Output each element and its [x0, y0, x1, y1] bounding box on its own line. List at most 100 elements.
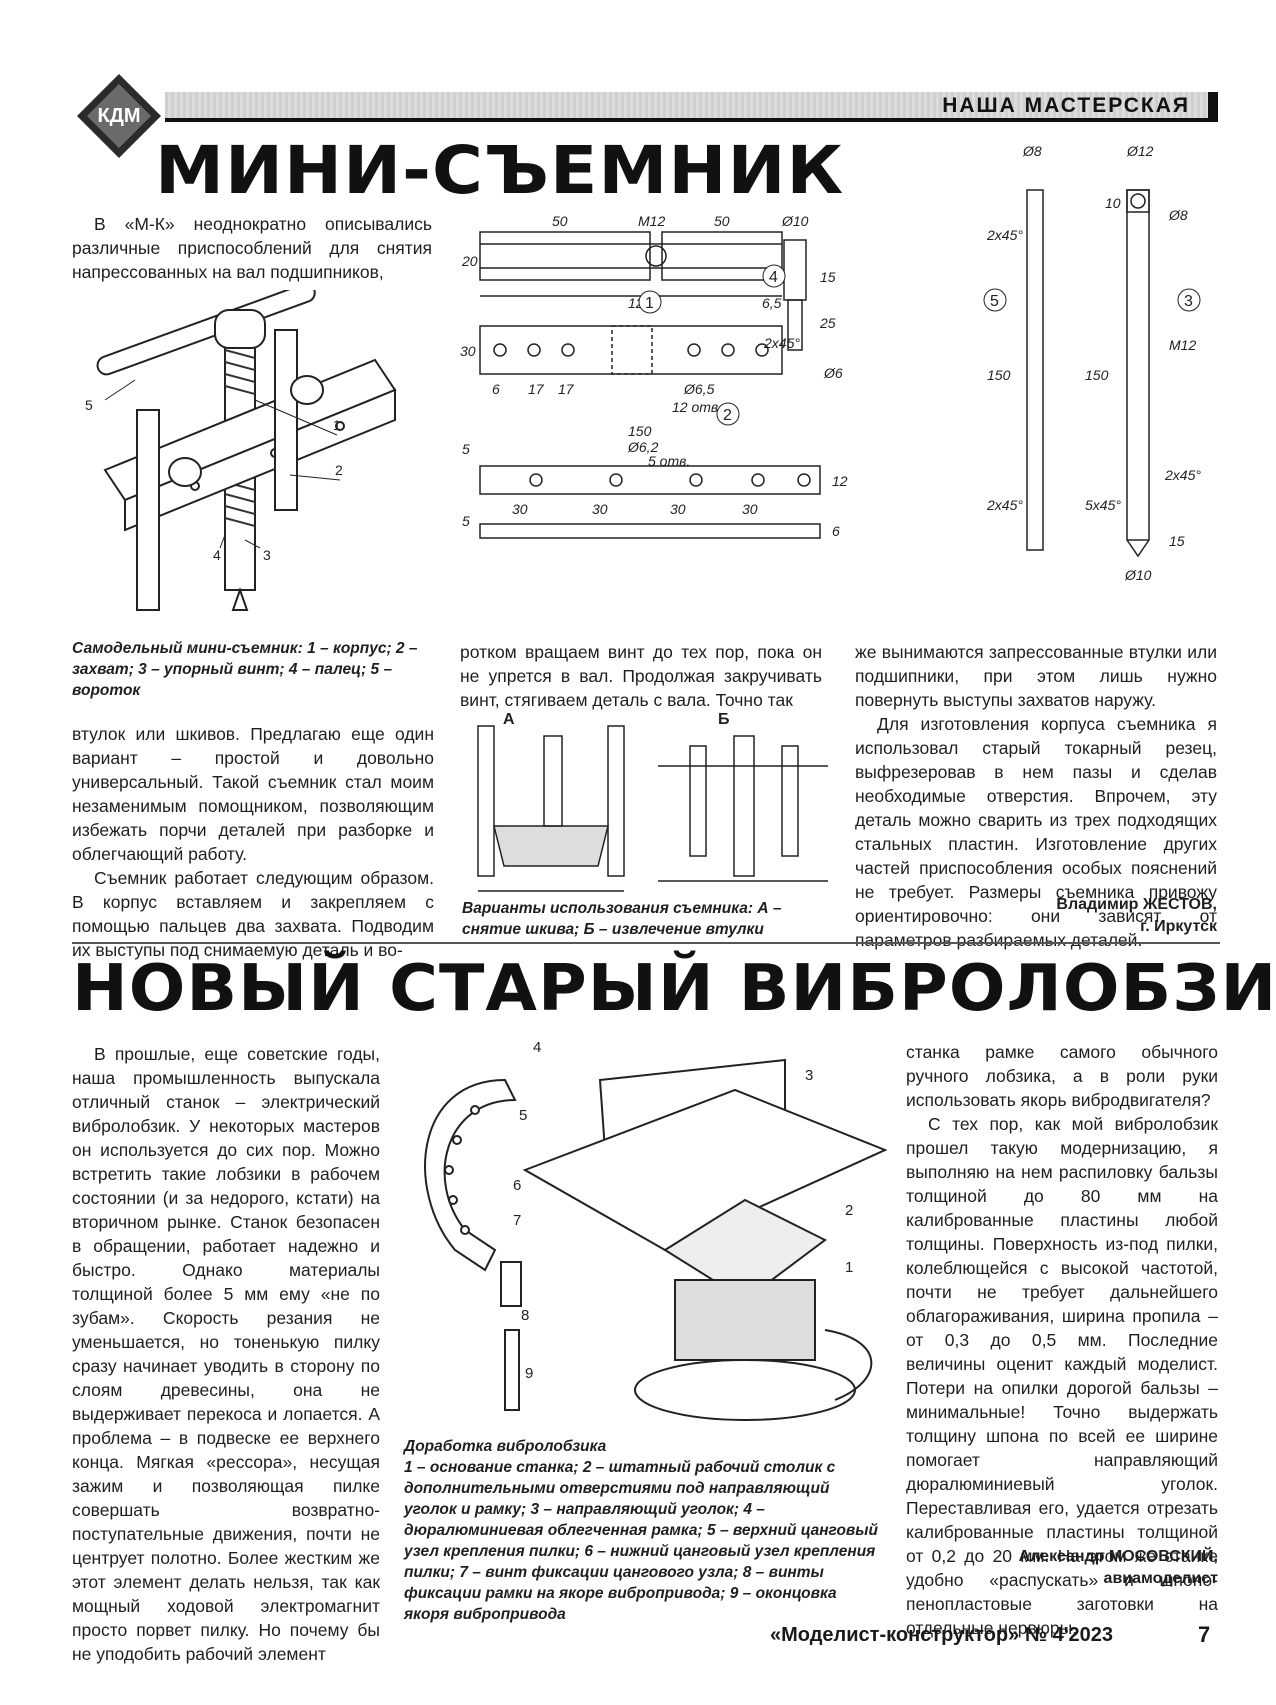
article2-column1: В прошлые, еще советские годы, наша пром…	[72, 1042, 380, 1666]
puller-parts-drawing: 50 M12 50 20 120 6,5 30 6 17 17 Ø6,5 12 …	[460, 213, 848, 539]
article1-title: МИНИ-СЪЕМНИК	[155, 132, 845, 209]
dim-dia-8: Ø8	[1022, 143, 1042, 159]
dim-dia-6-2: Ø6,2	[627, 439, 659, 455]
dim-6-5: 6,5	[762, 295, 782, 311]
part-number-5: 5	[990, 293, 999, 310]
puller-caption: Самодельный мини-съемник: 1 – корпус; 2 …	[72, 640, 418, 699]
part-number-4: 4	[769, 269, 778, 286]
usage-caption: Варианты использования съемника: А – сня…	[462, 900, 782, 938]
jigsaw-label-1: 1	[845, 1259, 853, 1276]
article1-column2: ротком вращаем винт до тех пор, пока он …	[460, 640, 822, 712]
dim-50-left: 50	[552, 213, 568, 229]
jigsaw-label-7: 7	[513, 1212, 521, 1229]
dim-dia-6-5: Ø6,5	[683, 381, 715, 397]
dim-chamfer-rod3: 2x45°	[1164, 467, 1201, 483]
dim-12-holes: 12 отв.	[672, 399, 722, 415]
dim-chamfer-bottom: 2x45°	[986, 497, 1023, 513]
article1-col2-text: ротком вращаем винт до тех пор, пока он …	[460, 642, 822, 710]
puller-illustration: 5 1 2 4 3	[85, 290, 397, 611]
jigsaw-caption: Доработка вибролобзика 1 – основание ста…	[404, 1436, 882, 1625]
article1-col3-p1: же вынимаются запрессованные втулки или …	[855, 642, 1217, 710]
jigsaw-caption-title: Доработка вибролобзика	[404, 1438, 607, 1455]
jigsaw-label-6: 6	[513, 1177, 521, 1194]
article1-intro-text: В «М-К» неоднократно описывались различн…	[72, 214, 432, 282]
dim-chamfer-top: 2x45°	[986, 227, 1023, 243]
article1-column3: же вынимаются запрессованные втулки или …	[855, 640, 1217, 952]
dim-30b: 30	[592, 501, 608, 517]
jigsaw-label-4: 4	[533, 1040, 541, 1056]
logo-text: КДМ	[97, 105, 140, 127]
dim-30c: 30	[670, 501, 686, 517]
puller-label-5: 5	[85, 397, 93, 413]
page-number: 7	[1198, 1622, 1211, 1647]
dim-dia-8b: Ø8	[1168, 207, 1188, 223]
jigsaw-label-5: 5	[519, 1107, 527, 1124]
article1-col1-p1: втулок или шкивов. Предлагаю еще один ва…	[72, 724, 434, 864]
part-number-1: 1	[645, 295, 654, 312]
dim-25: 25	[819, 315, 836, 331]
dim-m12: M12	[638, 213, 665, 229]
article1-city: г. Иркутск	[1140, 918, 1217, 935]
puller-label-2: 2	[335, 462, 343, 478]
dim-5a: 5	[462, 441, 470, 457]
dim-17a: 17	[528, 381, 545, 397]
article2-col3-p2: С тех пор, как мой вибролобзик прошел та…	[906, 1114, 1218, 1638]
article2-author: Александр МОСОВСКИЙ,	[1018, 1548, 1218, 1565]
magazine-logo: КДМ	[77, 74, 161, 158]
rubric-bar: НАША МАСТЕРСКАЯ	[165, 92, 1218, 122]
article1-signature: Владимир ЖЕСТОВ, г. Иркутск	[855, 894, 1217, 938]
dim-dia-10: Ø10	[781, 213, 809, 229]
puller-usage-illustration: А Б	[477, 711, 828, 892]
dim-150-rod3: 150	[1085, 367, 1109, 383]
dim-17b: 17	[558, 381, 575, 397]
dim-150-rod5: 150	[987, 367, 1011, 383]
usage-label-b: Б	[718, 711, 730, 728]
article1-column1: втулок или шкивов. Предлагаю еще один ва…	[72, 722, 434, 962]
part-number-3: 3	[1184, 293, 1193, 310]
footer-journal: «Моделист-конструктор» № 4'2023	[770, 1624, 1114, 1646]
article1-col3-p2: Для изготовления корпуса съемника я испо…	[855, 714, 1217, 950]
dim-30a: 30	[512, 501, 528, 517]
puller-label-4: 4	[213, 547, 221, 563]
usage-label-a: А	[503, 711, 515, 728]
dim-dia-10b: Ø10	[1124, 567, 1152, 583]
article1-col1-p2: Съемник работает следующим образом. В ко…	[72, 868, 434, 960]
section-divider	[72, 942, 1220, 944]
article2-col1-p1: В прошлые, еще советские годы, наша пром…	[72, 1044, 380, 1664]
dim-6-plate: 6	[832, 523, 840, 539]
article2-title: НОВЫЙ СТАРЫЙ ВИБРОЛОБЗИК	[72, 952, 1276, 1026]
dim-dia-12: Ø12	[1126, 143, 1154, 159]
dim-15: 15	[820, 269, 836, 285]
article1-intro: В «М-К» неоднократно описывались различн…	[72, 212, 432, 284]
jigsaw-caption-text: 1 – основание станка; 2 – штатный рабочи…	[404, 1459, 878, 1623]
rubric-label: НАША МАСТЕРСКАЯ	[942, 94, 1190, 117]
dim-5b: 5	[462, 513, 470, 529]
dim-m12b: M12	[1169, 337, 1196, 353]
dim-5-holes: 5 отв.	[648, 453, 690, 469]
dim-12: 12	[832, 473, 848, 489]
jigsaw-illustration: 4 5 3 2 1 6 7 8 9	[424, 1040, 888, 1421]
jigsaw-label-9: 9	[525, 1365, 533, 1382]
puller-label-3: 3	[263, 547, 271, 563]
article2-author-role: авиамоделист	[1103, 1570, 1218, 1587]
dim-chamfer: 2x45°	[763, 335, 800, 351]
dim-dia-6: Ø6	[823, 365, 843, 381]
dim-20: 20	[461, 253, 478, 269]
dim-50-right: 50	[714, 213, 730, 229]
jigsaw-label-2: 2	[845, 1202, 853, 1219]
dim-30: 30	[460, 343, 476, 359]
part-number-2: 2	[723, 407, 732, 424]
dim-10: 10	[1105, 195, 1121, 211]
dim-15-rod: 15	[1169, 533, 1185, 549]
article1-author: Владимир ЖЕСТОВ,	[1056, 896, 1217, 913]
dim-150: 150	[628, 423, 652, 439]
rods-drawing: Ø8 Ø12 10 Ø8 M12 150 150 2x45° 2x45° 5x4…	[983, 143, 1201, 583]
dim-6: 6	[492, 381, 500, 397]
dim-chamfer-5x45: 5x45°	[1085, 497, 1121, 513]
dim-30d: 30	[742, 501, 758, 517]
article2-col3-p1: станка рамке самого обычного ручного лоб…	[906, 1042, 1218, 1110]
jigsaw-label-3: 3	[805, 1067, 813, 1084]
jigsaw-label-8: 8	[521, 1307, 529, 1324]
article2-column3: станка рамке самого обычного ручного лоб…	[906, 1040, 1218, 1640]
article2-signature: Александр МОСОВСКИЙ, авиамоделист	[906, 1546, 1218, 1590]
